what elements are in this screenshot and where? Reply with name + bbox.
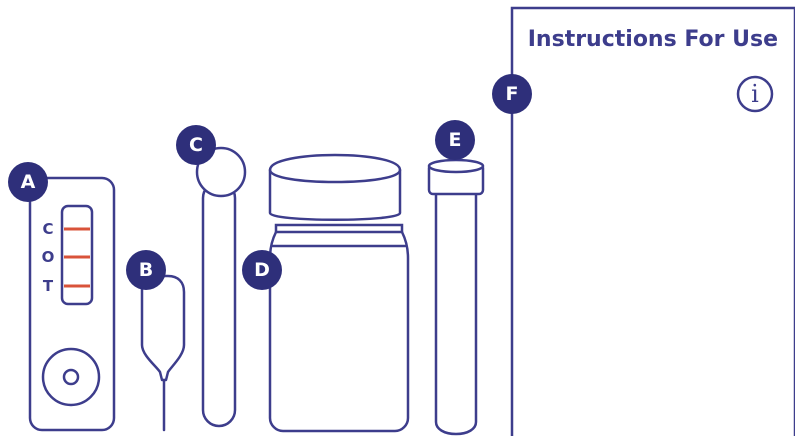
badge-f-label: F <box>506 83 519 105</box>
leaflet-title: Instructions For Use <box>528 27 778 52</box>
badge-e: E <box>435 120 475 160</box>
dropper-pipette <box>142 276 184 430</box>
badge-a-label: A <box>21 171 36 193</box>
buffer-bottle <box>270 155 408 431</box>
swab <box>197 148 245 426</box>
badge-f: F <box>492 74 532 114</box>
badge-d-label: D <box>254 259 270 281</box>
badge-c-label: C <box>189 134 203 156</box>
extraction-tube <box>429 160 483 434</box>
cassette-label-c: C <box>42 220 53 238</box>
bottle-cap <box>270 155 400 220</box>
badge-c: C <box>176 125 216 165</box>
badge-e-label: E <box>449 129 462 151</box>
sample-well-inner <box>64 370 78 384</box>
badge-a: A <box>8 162 48 202</box>
badge-b: B <box>126 250 166 290</box>
badge-d: D <box>242 250 282 290</box>
badge-b-label: B <box>139 259 153 281</box>
cassette-label-o: O <box>42 248 55 266</box>
test-cassette: C O T <box>30 178 114 430</box>
instructions-leaflet: Instructions For Use i <box>512 8 795 436</box>
cassette-label-t: T <box>43 277 54 295</box>
info-icon-glyph: i <box>751 80 759 108</box>
